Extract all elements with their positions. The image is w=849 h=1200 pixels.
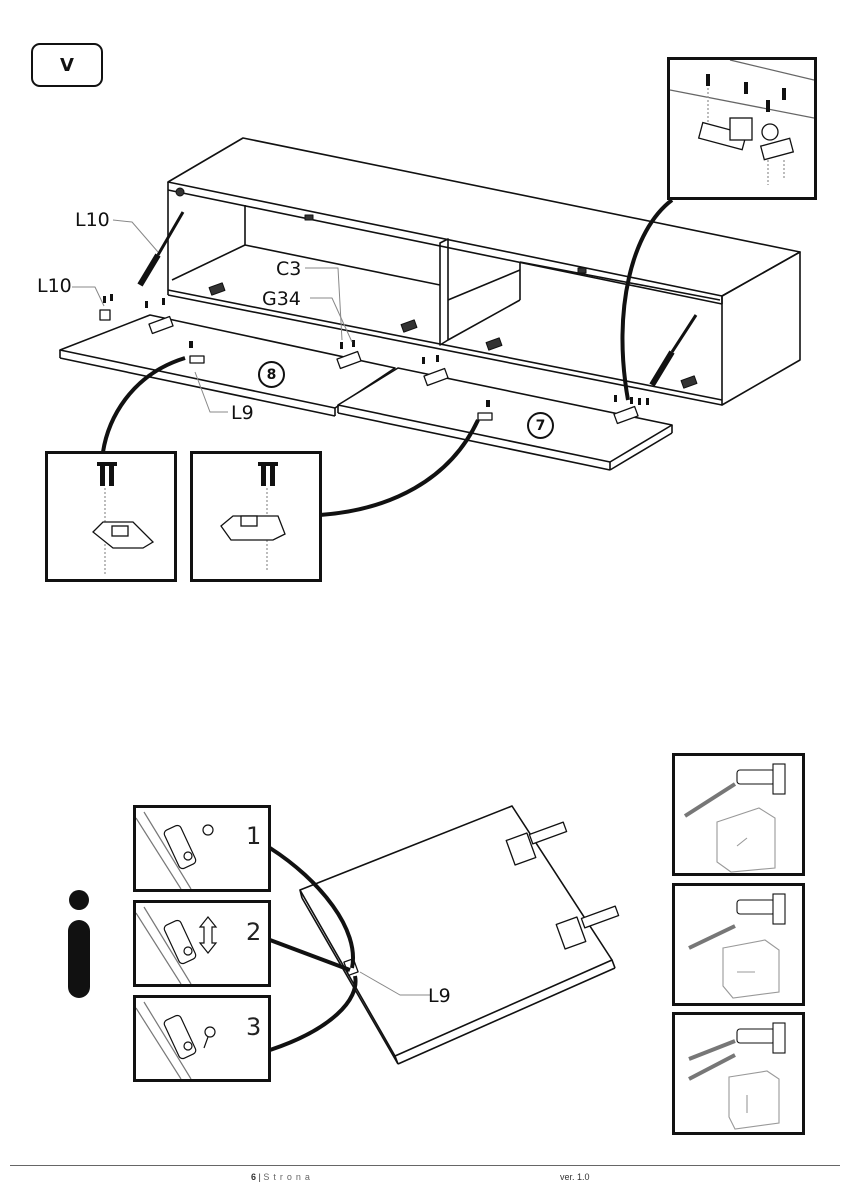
detail-frame-plate-right — [190, 451, 322, 582]
version-label: ver. 1.0 — [560, 1172, 590, 1182]
cabinet-drawing — [59, 137, 801, 517]
footer-divider — [10, 1165, 840, 1166]
info-icon — [64, 890, 94, 1000]
adjust-frame-depth — [672, 753, 805, 876]
footer-separator: | — [258, 1172, 261, 1182]
adjust-frame-lateral — [672, 883, 805, 1006]
info-step-1-frame — [133, 805, 271, 892]
label-c3: C3 — [276, 258, 302, 280]
info-step-2-frame — [133, 900, 271, 987]
adjust-frame-height — [672, 1012, 805, 1135]
info-step-3-frame — [133, 995, 271, 1082]
info-step-1-number: 1 — [246, 822, 262, 850]
label-l10-hinge: L10 — [37, 275, 72, 297]
page-word: Strona — [263, 1172, 314, 1182]
detail-frame-plate-left — [45, 451, 177, 582]
step-label: V — [60, 54, 74, 76]
label-g34: G34 — [262, 288, 301, 310]
label-l10-strut: L10 — [75, 209, 110, 231]
footer-page: 6 | Strona — [251, 1172, 314, 1182]
label-l9-upper: L9 — [231, 402, 254, 424]
panel-number-8: 8 — [258, 361, 285, 388]
door-drawing — [0, 740, 849, 1160]
page-number: 6 — [251, 1172, 257, 1182]
panel-number-7: 7 — [527, 412, 554, 439]
info-step-2-number: 2 — [246, 918, 262, 946]
detail-frame-hinge — [667, 57, 817, 200]
label-l9-lower: L9 — [428, 985, 451, 1007]
info-step-3-number: 3 — [246, 1013, 262, 1041]
step-badge: V — [31, 43, 103, 87]
